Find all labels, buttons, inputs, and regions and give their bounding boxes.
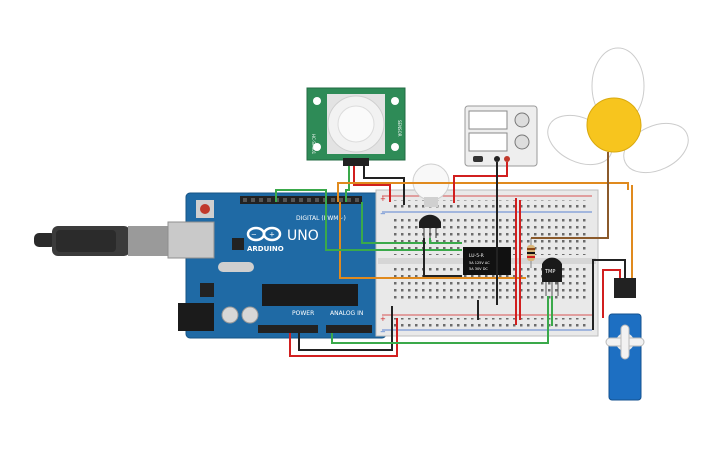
dc-motor-fan[interactable] [540,47,696,182]
capacitor [221,306,239,324]
wire-green-loop [275,189,462,251]
pir-side-text-left: HC-SR501 [311,134,316,155]
transistor[interactable] [419,214,441,238]
temperature-sensor[interactable]: TMP [542,257,562,296]
relay[interactable]: LU-5-R 5A 125V AC 5A 30V DC [463,247,511,275]
wire-5v-bottom [289,318,398,357]
wire-pir-gnd [363,166,405,205]
supply-display-bottom [468,132,508,152]
fan-hub [586,97,642,153]
wire-gnd-bottom [298,306,393,351]
pir-pin-header [343,158,369,166]
wire-black-relay [423,238,462,277]
top-power-rail[interactable] [390,200,590,209]
rail-plus-marker: + [380,195,386,203]
power-label: POWER [292,310,314,317]
wire-analog-green [331,296,549,344]
supply-display-top [468,110,508,130]
relay-label-line-3: 5A 30V DC [469,267,488,271]
crystal [218,262,254,272]
supply-terminal-pos[interactable] [504,156,510,162]
voltage-regulator [200,283,214,297]
svg-text:−: − [251,231,257,239]
usb-jack [167,221,215,259]
supply-switch[interactable] [473,156,483,162]
microcontroller-chip [262,284,358,306]
voltage-knob[interactable] [514,112,530,128]
wire-pir-vcc [353,166,391,202]
bottom-power-rail[interactable] [390,318,590,327]
rail-plus-marker: + [380,315,386,323]
digital-pin-holes [243,198,359,202]
rail-minus-marker: − [380,210,386,218]
svg-text:+: + [269,231,275,239]
wire-orange-left [339,202,526,279]
reset-button-cap[interactable] [200,204,210,214]
relay-label-line-2: 5A 125V AC [469,261,490,265]
supply-terminal-neg[interactable] [494,156,500,162]
wire-transistor-relay [429,238,462,244]
wire-supply-red [453,162,508,203]
wires [275,152,633,357]
servo-motor[interactable] [605,278,645,401]
relay-label-line-1: LU-5-R [469,253,484,259]
resistor[interactable] [527,238,535,268]
arduino-uno-board[interactable]: DIGITAL (PWM~) − + ARDUINO UNO POWER ANA… [167,192,387,339]
pir-motion-sensor[interactable]: HC-SR501 SENSOR [306,87,406,166]
wire-orange-top [337,182,629,202]
pir-side-text-right: SENSOR [397,120,402,137]
temp-sensor-label: TMP [544,269,555,275]
power-jack [178,303,214,331]
wire-pir-out [345,166,350,202]
wire-servo-black [592,259,626,330]
wire-fan-brown [531,152,609,239]
capacitor [241,306,259,324]
arduino-brand-text: ARDUINO [247,245,284,253]
analog-header [326,325,372,333]
rail-minus-marker: − [380,328,386,336]
digital-label: DIGITAL (PWM~) [296,215,346,222]
wire-green-mid [361,202,426,244]
arduino-logo: − + [246,226,282,242]
current-knob[interactable] [514,134,530,150]
power-header [258,325,318,333]
usb-chip [232,238,244,250]
power-supply[interactable] [464,105,538,167]
arduino-model-text: UNO [287,228,319,244]
wire-servo-red [602,269,621,318]
analog-label: ANALOG IN [330,310,363,317]
